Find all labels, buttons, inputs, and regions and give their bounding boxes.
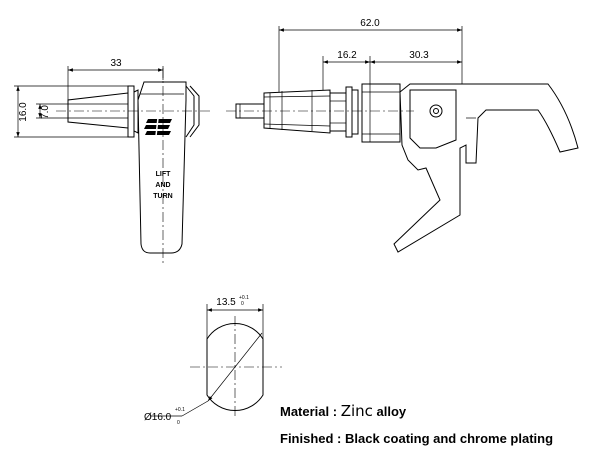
dim-cutout-width-tol-upper: +0.1: [239, 295, 249, 301]
brand-logo-icon: [144, 117, 172, 137]
dim-cutout-diameter-tol-lower: 0: [177, 420, 180, 426]
dim-body-length: 16.2: [337, 50, 357, 61]
front-view: LIFT AND TURN: [56, 68, 212, 265]
dim-overall-length: 62.0: [360, 18, 380, 29]
finish-value: Black coating and chrome plating: [345, 431, 554, 446]
finish-note: Finished : Black coating and chrome plat…: [280, 431, 553, 446]
dimension-cutout-width: 13.5 +0.1 0: [206, 295, 264, 339]
dim-handle-length: 30.3: [409, 50, 429, 61]
dimension-body-handle: 16.2 30.3: [322, 50, 462, 90]
panel-cutout: [190, 316, 282, 418]
material-label: Material :: [280, 404, 341, 419]
dimension-overall-length: 62.0: [278, 18, 463, 92]
dim-cutout-diameter: Ø16.0: [144, 412, 172, 423]
dim-cutout-diameter-tol-upper: +0.1: [175, 407, 185, 413]
dim-height-outer: 16.0: [18, 102, 29, 122]
dimension-heights: 16.0 7.0: [14, 85, 128, 138]
dim-cutout-width-tol-lower: 0: [241, 301, 244, 307]
dim-cutout-width: 13.5: [216, 297, 236, 308]
side-view: [226, 83, 579, 253]
material-value-alloy: alloy: [372, 404, 407, 419]
dimension-lever-width: 33: [67, 58, 164, 100]
material-value-zinc: Zinc: [340, 402, 373, 420]
finish-label: Finished :: [280, 431, 345, 446]
material-note: Material : Zinc alloy: [280, 402, 406, 420]
dimension-cutout-diameter: Ø16.0 +0.1 0: [144, 332, 263, 426]
dim-lever-width: 33: [110, 58, 122, 69]
dim-height-inner: 7.0: [40, 105, 51, 119]
lever-text-lift: LIFT: [156, 171, 171, 178]
